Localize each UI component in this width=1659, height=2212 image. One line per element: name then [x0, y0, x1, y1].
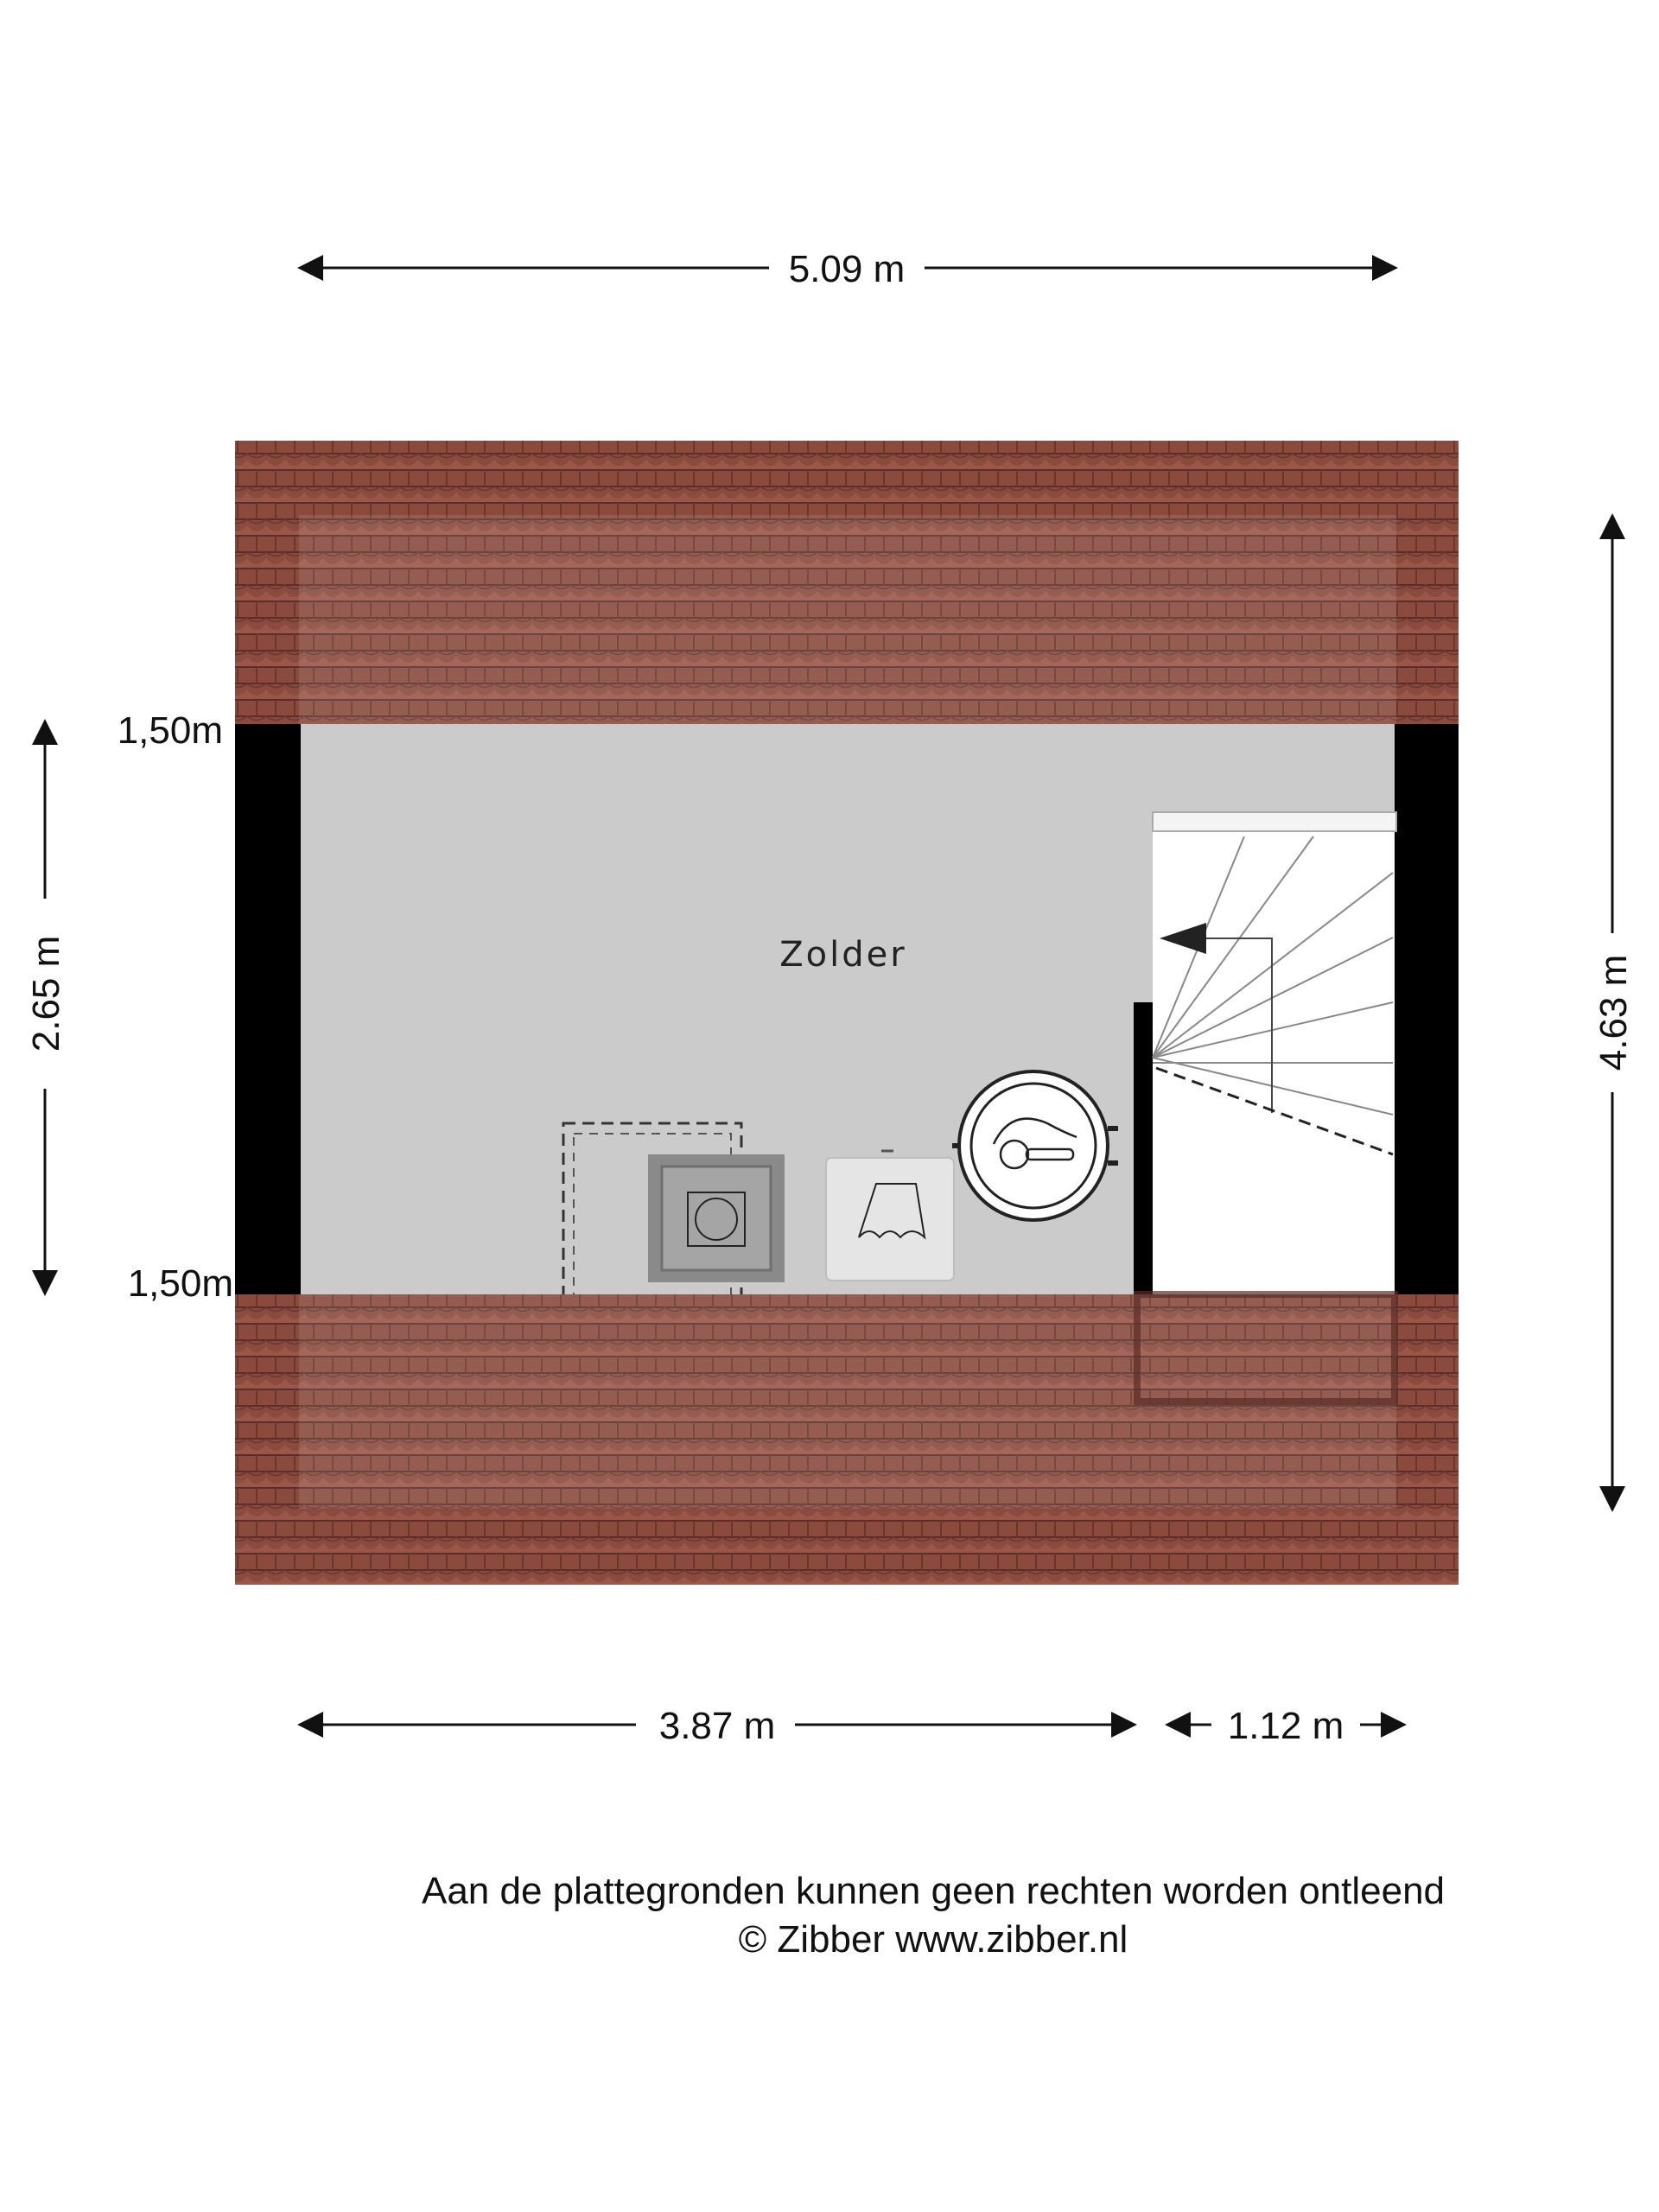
- room-label-zolder: Zolder: [779, 935, 906, 975]
- knee-wall-top-label: 1,50m: [118, 709, 223, 752]
- stair-direction-arrow: [1160, 923, 1206, 954]
- dim-top-width: 5.09 m: [789, 248, 906, 290]
- dim-bottom-left-width: 3.87 m: [659, 1705, 776, 1747]
- stair-roof-opening: [1134, 1291, 1398, 1405]
- stair-cut-line: [1155, 1066, 1394, 1156]
- roof-top: [235, 441, 1459, 724]
- roof-bottom: [235, 1294, 1459, 1585]
- dim-left-height: 2.65 m: [25, 936, 67, 1052]
- central-heating-boiler-icon: [952, 1070, 1118, 1222]
- wall-left: [235, 724, 301, 1294]
- dim-right-depth: 4.63 m: [1592, 955, 1635, 1071]
- roof-top-overhang-shade: [299, 515, 1396, 724]
- dryer-icon: [825, 1149, 955, 1281]
- stair-wall: [1134, 1002, 1153, 1294]
- wall-right: [1395, 724, 1459, 1294]
- footer-copyright: © Zibber www.zibber.nl: [738, 1918, 1128, 1961]
- knee-wall-bottom-label: 1,50m: [128, 1262, 233, 1305]
- footer-disclaimer: Aan de plattegronden kunnen geen rechten…: [421, 1870, 1446, 1912]
- stair-landing-rail: [1152, 811, 1397, 832]
- dim-bottom-right-width: 1.12 m: [1228, 1705, 1344, 1747]
- washing-machine-icon: [648, 1154, 785, 1282]
